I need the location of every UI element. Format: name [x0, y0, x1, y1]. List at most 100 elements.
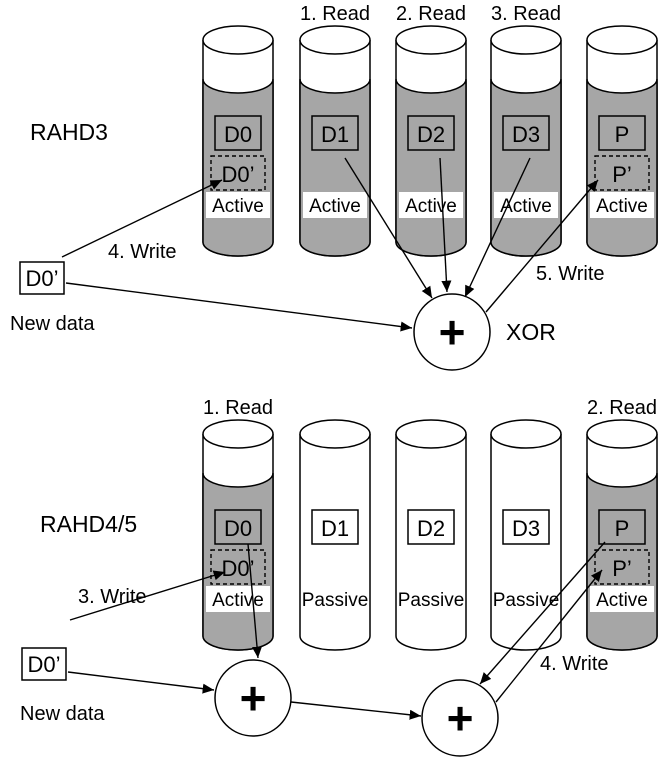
top-write-parity-arrow	[485, 179, 599, 313]
bottom-xor-symbol-1: +	[240, 672, 267, 724]
bottom-read-label: 2. Read	[587, 397, 657, 419]
top-data-block-label: D1	[321, 122, 349, 147]
top-new-block-label: P’	[612, 162, 632, 187]
top-data-block-label: D2	[417, 122, 445, 147]
bottom-data-block	[407, 509, 455, 545]
bottom-new-data-arrow	[67, 671, 215, 694]
top-xor-symbol: +	[439, 306, 466, 358]
top-disk-top	[395, 25, 467, 55]
top-disk-top	[586, 25, 658, 55]
top-write-data-label: 4. Write	[108, 241, 177, 263]
top-data-block	[502, 115, 550, 151]
bottom-data-block-label: D1	[321, 516, 349, 541]
bottom-status-label: Passive	[398, 590, 465, 611]
bottom-data-block	[214, 509, 262, 545]
top-status-bg	[303, 192, 367, 218]
bottom-write-data-label: 3. Write	[78, 586, 147, 608]
top-new-data-box-label: D0’	[25, 266, 58, 291]
bottom-new-data-label: New data	[20, 703, 105, 725]
top-read-d3-arrow	[464, 157, 531, 298]
top-data-block-label: D3	[512, 122, 540, 147]
bottom-xor-symbol-2: +	[447, 692, 474, 744]
bottom-data-block-label: D0	[224, 516, 252, 541]
top-write-parity-label: 5. Write	[536, 263, 605, 285]
bottom-write-data-arrow	[69, 570, 226, 621]
top-status-label: Active	[405, 196, 457, 217]
top-disk-top	[490, 25, 562, 55]
bottom-data-block-label: D3	[512, 516, 540, 541]
top-title: RAHD3	[30, 119, 108, 145]
top-new-block-label: D0’	[221, 162, 254, 187]
top-status-bg	[590, 192, 654, 218]
top-new-data-label: New data	[10, 313, 95, 335]
top-status-bg	[206, 192, 270, 218]
bottom-status-bg	[590, 586, 654, 612]
bottom-read-parity-arrow	[479, 541, 606, 685]
bottom-section: RAHD4/5 1. ReadD0D0’ActiveD1PassiveD2Pas…	[20, 397, 658, 757]
bottom-status-label: Passive	[493, 590, 560, 611]
top-data-block	[311, 115, 359, 151]
bottom-read-d0-arrow	[247, 543, 263, 659]
bottom-new-block-label: P’	[612, 556, 632, 581]
top-xor-node	[413, 293, 491, 371]
bottom-new-block	[594, 549, 650, 585]
bottom-disk-top	[395, 419, 467, 449]
top-status-label: Active	[212, 196, 264, 217]
top-new-block	[210, 155, 266, 191]
top-disk-5: P P’ Active	[586, 25, 658, 257]
top-data-block	[214, 115, 262, 151]
top-read-label: 2. Read	[396, 3, 466, 25]
top-new-data-arrow	[65, 282, 413, 332]
top-disk-top	[202, 25, 274, 55]
top-xor-label: XOR	[506, 319, 556, 345]
top-disk-top	[299, 25, 371, 55]
bottom-read-label: 1. Read	[203, 397, 273, 419]
top-data-block-label: D0	[224, 122, 252, 147]
top-status-label: Active	[309, 196, 361, 217]
top-new-data-box	[19, 261, 65, 295]
top-data-block	[598, 115, 646, 151]
bottom-xor-node-1	[214, 659, 292, 737]
bottom-write-parity-label: 4. Write	[540, 653, 609, 675]
bottom-data-block	[598, 509, 646, 545]
bottom-status-bg	[206, 586, 270, 612]
top-data-block	[407, 115, 455, 151]
bottom-status-label: Passive	[302, 590, 369, 611]
bottom-new-data-box-label: D0’	[27, 652, 60, 677]
bottom-disk-top	[490, 419, 562, 449]
bottom-data-block-label: P	[615, 516, 630, 541]
bottom-new-block	[210, 549, 266, 585]
top-disk-shade	[395, 78, 467, 257]
bottom-data-block-label: D2	[417, 516, 445, 541]
bottom-new-data-box	[21, 647, 67, 681]
bottom-data-block	[311, 509, 359, 545]
bottom-status-label: Active	[212, 590, 264, 611]
bottom-write-parity-arrow	[495, 569, 603, 703]
top-read-d2-arrow	[439, 157, 452, 293]
bottom-disk-top	[586, 419, 658, 449]
bottom-disk-top	[299, 419, 371, 449]
bottom-title: RAHD4/5	[40, 511, 137, 537]
bottom-status-label: Active	[596, 590, 648, 611]
top-status-label: Active	[596, 196, 648, 217]
top-status-bg	[399, 192, 463, 218]
top-data-block-label: P	[615, 122, 630, 147]
top-read-d1-arrow	[344, 157, 433, 299]
top-status-label: Active	[500, 196, 552, 217]
top-read-label: 3. Read	[491, 3, 561, 25]
top-disk-shade	[299, 78, 371, 257]
bottom-xor-node-2	[421, 679, 499, 757]
top-read-label: 1. Read	[300, 3, 370, 25]
top-write-data-arrow	[61, 179, 223, 258]
